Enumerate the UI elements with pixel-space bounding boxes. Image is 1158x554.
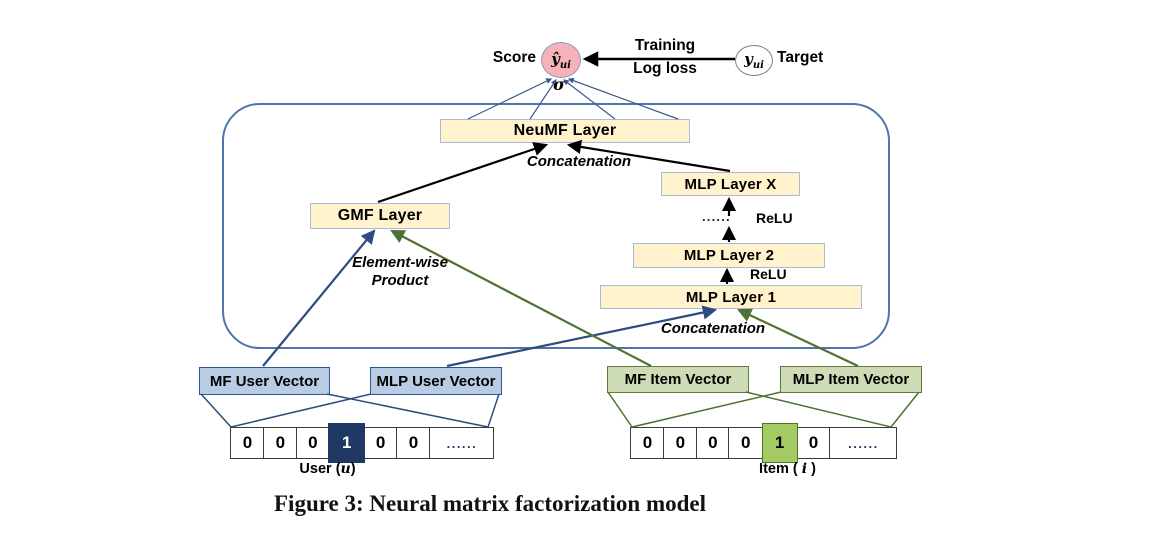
log-loss-label: Log loss bbox=[633, 60, 697, 77]
y-hat-symbol: ŷui bbox=[551, 49, 571, 71]
user-label-text: User ( bbox=[299, 461, 341, 477]
item-cell-5: 0 bbox=[796, 427, 832, 459]
item-cell-1: 0 bbox=[663, 427, 698, 459]
item-lookup-lines bbox=[607, 391, 920, 428]
item-label-text: Item ( bbox=[759, 461, 798, 477]
relu-dots-label: ...... bbox=[702, 209, 731, 224]
user-cell-2: 0 bbox=[295, 427, 330, 459]
user-onehot-vector: 0 0 0 1 0 0 ...... bbox=[230, 423, 495, 463]
item-label-close: ) bbox=[811, 461, 816, 477]
concatenation-top-label: Concatenation bbox=[526, 153, 632, 170]
mlp-user-vector-box: MLP User Vector bbox=[370, 367, 502, 395]
mlp-layer-2-box: MLP Layer 2 bbox=[633, 243, 825, 268]
elementwise-product-label: Element-wise Product bbox=[338, 254, 462, 290]
relu-x-label: ReLU bbox=[756, 210, 793, 226]
relu-2-label: ReLU bbox=[750, 266, 787, 282]
mlp-layer-x-box: MLP Layer X bbox=[661, 172, 800, 196]
concatenation-bottom-label: Concatenation bbox=[660, 320, 766, 337]
user-cell-4: 0 bbox=[363, 427, 398, 459]
item-cell-dots: ...... bbox=[829, 427, 898, 459]
y-symbol: yui bbox=[744, 50, 764, 71]
sigma-label: σ bbox=[553, 75, 565, 94]
neumf-layer-box: NeuMF Layer bbox=[440, 119, 690, 143]
elementwise-line2: Product bbox=[371, 272, 429, 289]
user-var-u: u bbox=[340, 461, 351, 477]
item-var-i: i bbox=[801, 461, 808, 477]
mlp-layer-1-box: MLP Layer 1 bbox=[600, 285, 862, 309]
item-onehot-vector: 0 0 0 0 1 0 ...... bbox=[630, 423, 898, 463]
item-vector-label: Item ( i ) bbox=[715, 461, 860, 477]
user-cell-dots: ...... bbox=[429, 427, 495, 459]
gmf-layer-box: GMF Layer bbox=[310, 203, 450, 229]
mf-user-vector-box: MF User Vector bbox=[199, 367, 330, 395]
figure-caption: Figure 3: Neural matrix factorization mo… bbox=[274, 491, 706, 516]
score-label: Score bbox=[492, 49, 536, 66]
predicted-score-node: ŷui bbox=[541, 42, 581, 78]
user-cell-1: 0 bbox=[263, 427, 298, 459]
user-label-close: ) bbox=[350, 461, 356, 477]
item-cell-3: 0 bbox=[728, 427, 764, 459]
mlp-item-vector-box: MLP Item Vector bbox=[780, 366, 922, 393]
target-label: Target bbox=[777, 49, 824, 66]
item-cell-2: 0 bbox=[695, 427, 730, 459]
user-cell-0: 0 bbox=[230, 427, 265, 459]
item-cell-hot: 1 bbox=[761, 423, 798, 463]
mf-item-vector-box: MF Item Vector bbox=[607, 366, 749, 393]
user-cell-5: 0 bbox=[396, 427, 432, 459]
item-cell-0: 0 bbox=[630, 427, 665, 459]
training-label: Training bbox=[634, 37, 696, 54]
user-vector-label: User (u) bbox=[255, 461, 400, 477]
elementwise-line1: Element-wise bbox=[352, 254, 448, 271]
target-node: yui bbox=[735, 45, 773, 76]
user-cell-hot: 1 bbox=[328, 423, 366, 463]
